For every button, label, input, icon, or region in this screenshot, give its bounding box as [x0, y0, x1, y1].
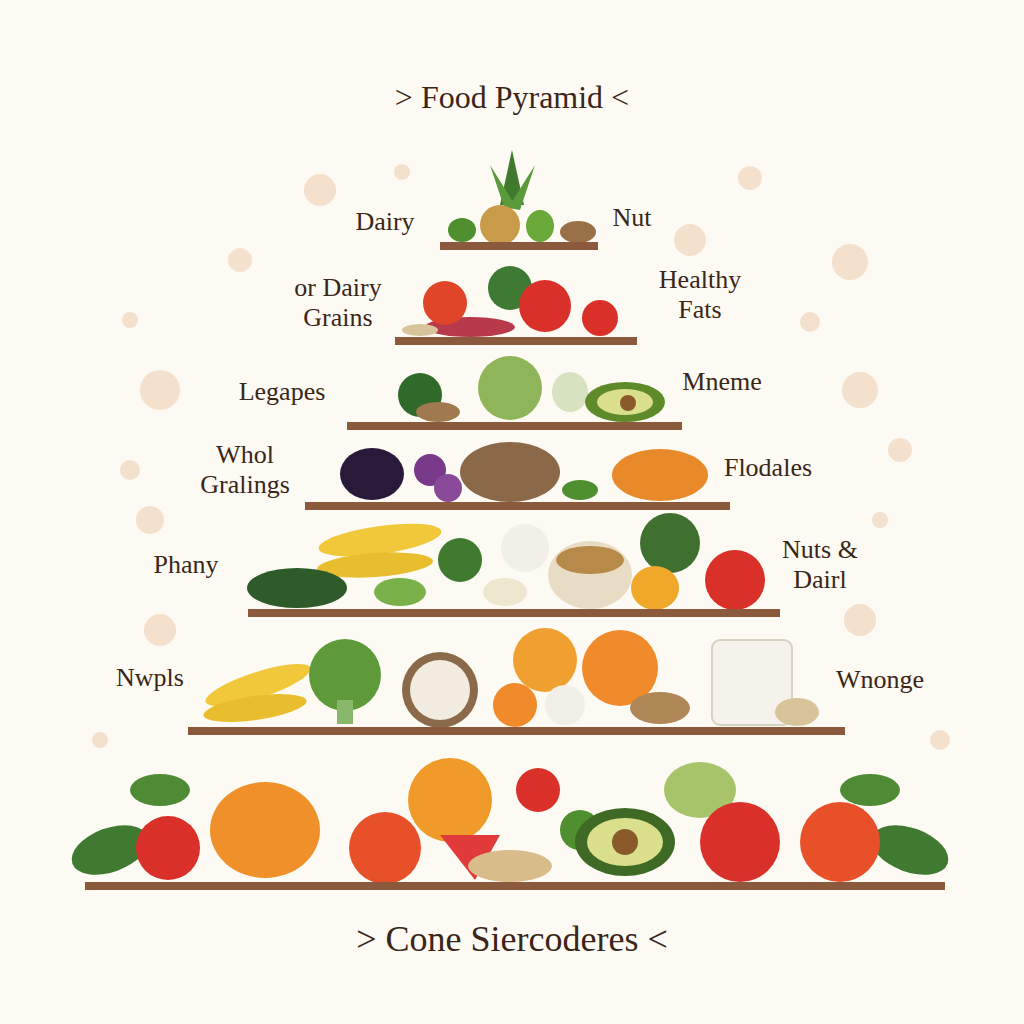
orange — [513, 628, 577, 692]
food-group-label: or Dairy Grains — [273, 273, 403, 333]
title: > Food Pyramid < — [395, 79, 629, 116]
shelf — [305, 502, 730, 510]
doodle — [120, 460, 140, 480]
caption: > Cone Siercoderes < — [356, 919, 668, 960]
bowl — [548, 541, 632, 609]
tomato — [519, 280, 571, 332]
avocado-flesh — [597, 389, 653, 415]
food-group-label: Nuts & Dairl — [768, 535, 872, 595]
doodle — [738, 166, 762, 190]
shelf — [188, 727, 845, 735]
food-group-label: Whol Gralings — [189, 440, 301, 500]
food-group-label: Healthy Fats — [644, 265, 756, 325]
orange — [408, 758, 492, 842]
nut — [560, 221, 596, 243]
food-group-label: Nut — [613, 203, 652, 233]
mixed-nuts — [460, 442, 560, 502]
tomato — [423, 281, 467, 325]
cucumber — [438, 538, 482, 582]
leaf — [562, 480, 598, 500]
seeds — [402, 324, 438, 336]
avocado — [585, 382, 665, 422]
doodle — [140, 370, 180, 410]
squash — [631, 566, 679, 610]
doodle — [832, 244, 868, 280]
shelf — [85, 882, 945, 890]
avocado-flesh — [587, 818, 663, 866]
food-group-label: Dairy — [355, 207, 414, 237]
pineapple-leaves — [508, 165, 535, 210]
broccoli — [640, 513, 700, 573]
tomato — [516, 768, 560, 812]
coconut — [402, 652, 478, 728]
tomato — [582, 300, 618, 336]
avocado-pit — [620, 395, 636, 411]
food-group-label: Legapes — [239, 377, 326, 407]
garlic — [545, 685, 585, 725]
doodle — [844, 604, 876, 636]
tomato — [136, 816, 200, 880]
doodle — [394, 164, 410, 180]
nuts — [416, 402, 460, 422]
blackberries — [340, 448, 404, 500]
plum — [434, 474, 462, 502]
food-group-label: Mneme — [682, 367, 761, 397]
nuts — [630, 692, 690, 724]
grains — [556, 546, 624, 574]
shelf — [347, 422, 682, 430]
avocado — [575, 808, 675, 876]
doodle — [228, 248, 252, 272]
zucchini — [247, 568, 347, 608]
green-pepper — [526, 210, 554, 242]
grains — [468, 850, 552, 882]
leaf — [840, 774, 900, 806]
doodle — [800, 312, 820, 332]
cucumber — [552, 372, 588, 412]
doodle — [674, 224, 706, 256]
tomato — [349, 812, 421, 884]
beans — [483, 578, 527, 606]
shelf — [395, 337, 637, 345]
doodle — [842, 372, 878, 408]
doodle — [144, 614, 176, 646]
food-group-label: Flodales — [724, 453, 812, 483]
shelf — [248, 609, 780, 617]
doodle — [304, 174, 336, 206]
doodle — [92, 732, 108, 748]
pumpkin — [210, 782, 320, 878]
avocado-pit — [612, 829, 638, 855]
cauliflower-greens — [478, 356, 542, 420]
food-group-label: Nwpls — [116, 663, 184, 693]
doodle — [888, 438, 912, 462]
pineapple — [480, 205, 520, 245]
garlic — [501, 524, 549, 572]
bowl — [775, 698, 819, 726]
orange — [493, 683, 537, 727]
doodle — [136, 506, 164, 534]
banana — [202, 689, 308, 727]
doodle — [122, 312, 138, 328]
doodle — [872, 512, 888, 528]
tomato — [700, 802, 780, 882]
lentils — [612, 449, 708, 501]
coconut-flesh — [410, 660, 470, 720]
doodle — [930, 730, 950, 750]
tomato — [705, 550, 765, 610]
food-group-label: Phany — [154, 550, 219, 580]
brussels-sprouts — [374, 578, 426, 606]
food-group-label: Wnonge — [836, 665, 924, 695]
leafy-greens — [448, 218, 476, 242]
leaf — [130, 774, 190, 806]
tomato — [800, 802, 880, 882]
broccoli-stem — [337, 700, 353, 724]
background-doodles — [92, 164, 950, 750]
shelf — [440, 242, 598, 250]
